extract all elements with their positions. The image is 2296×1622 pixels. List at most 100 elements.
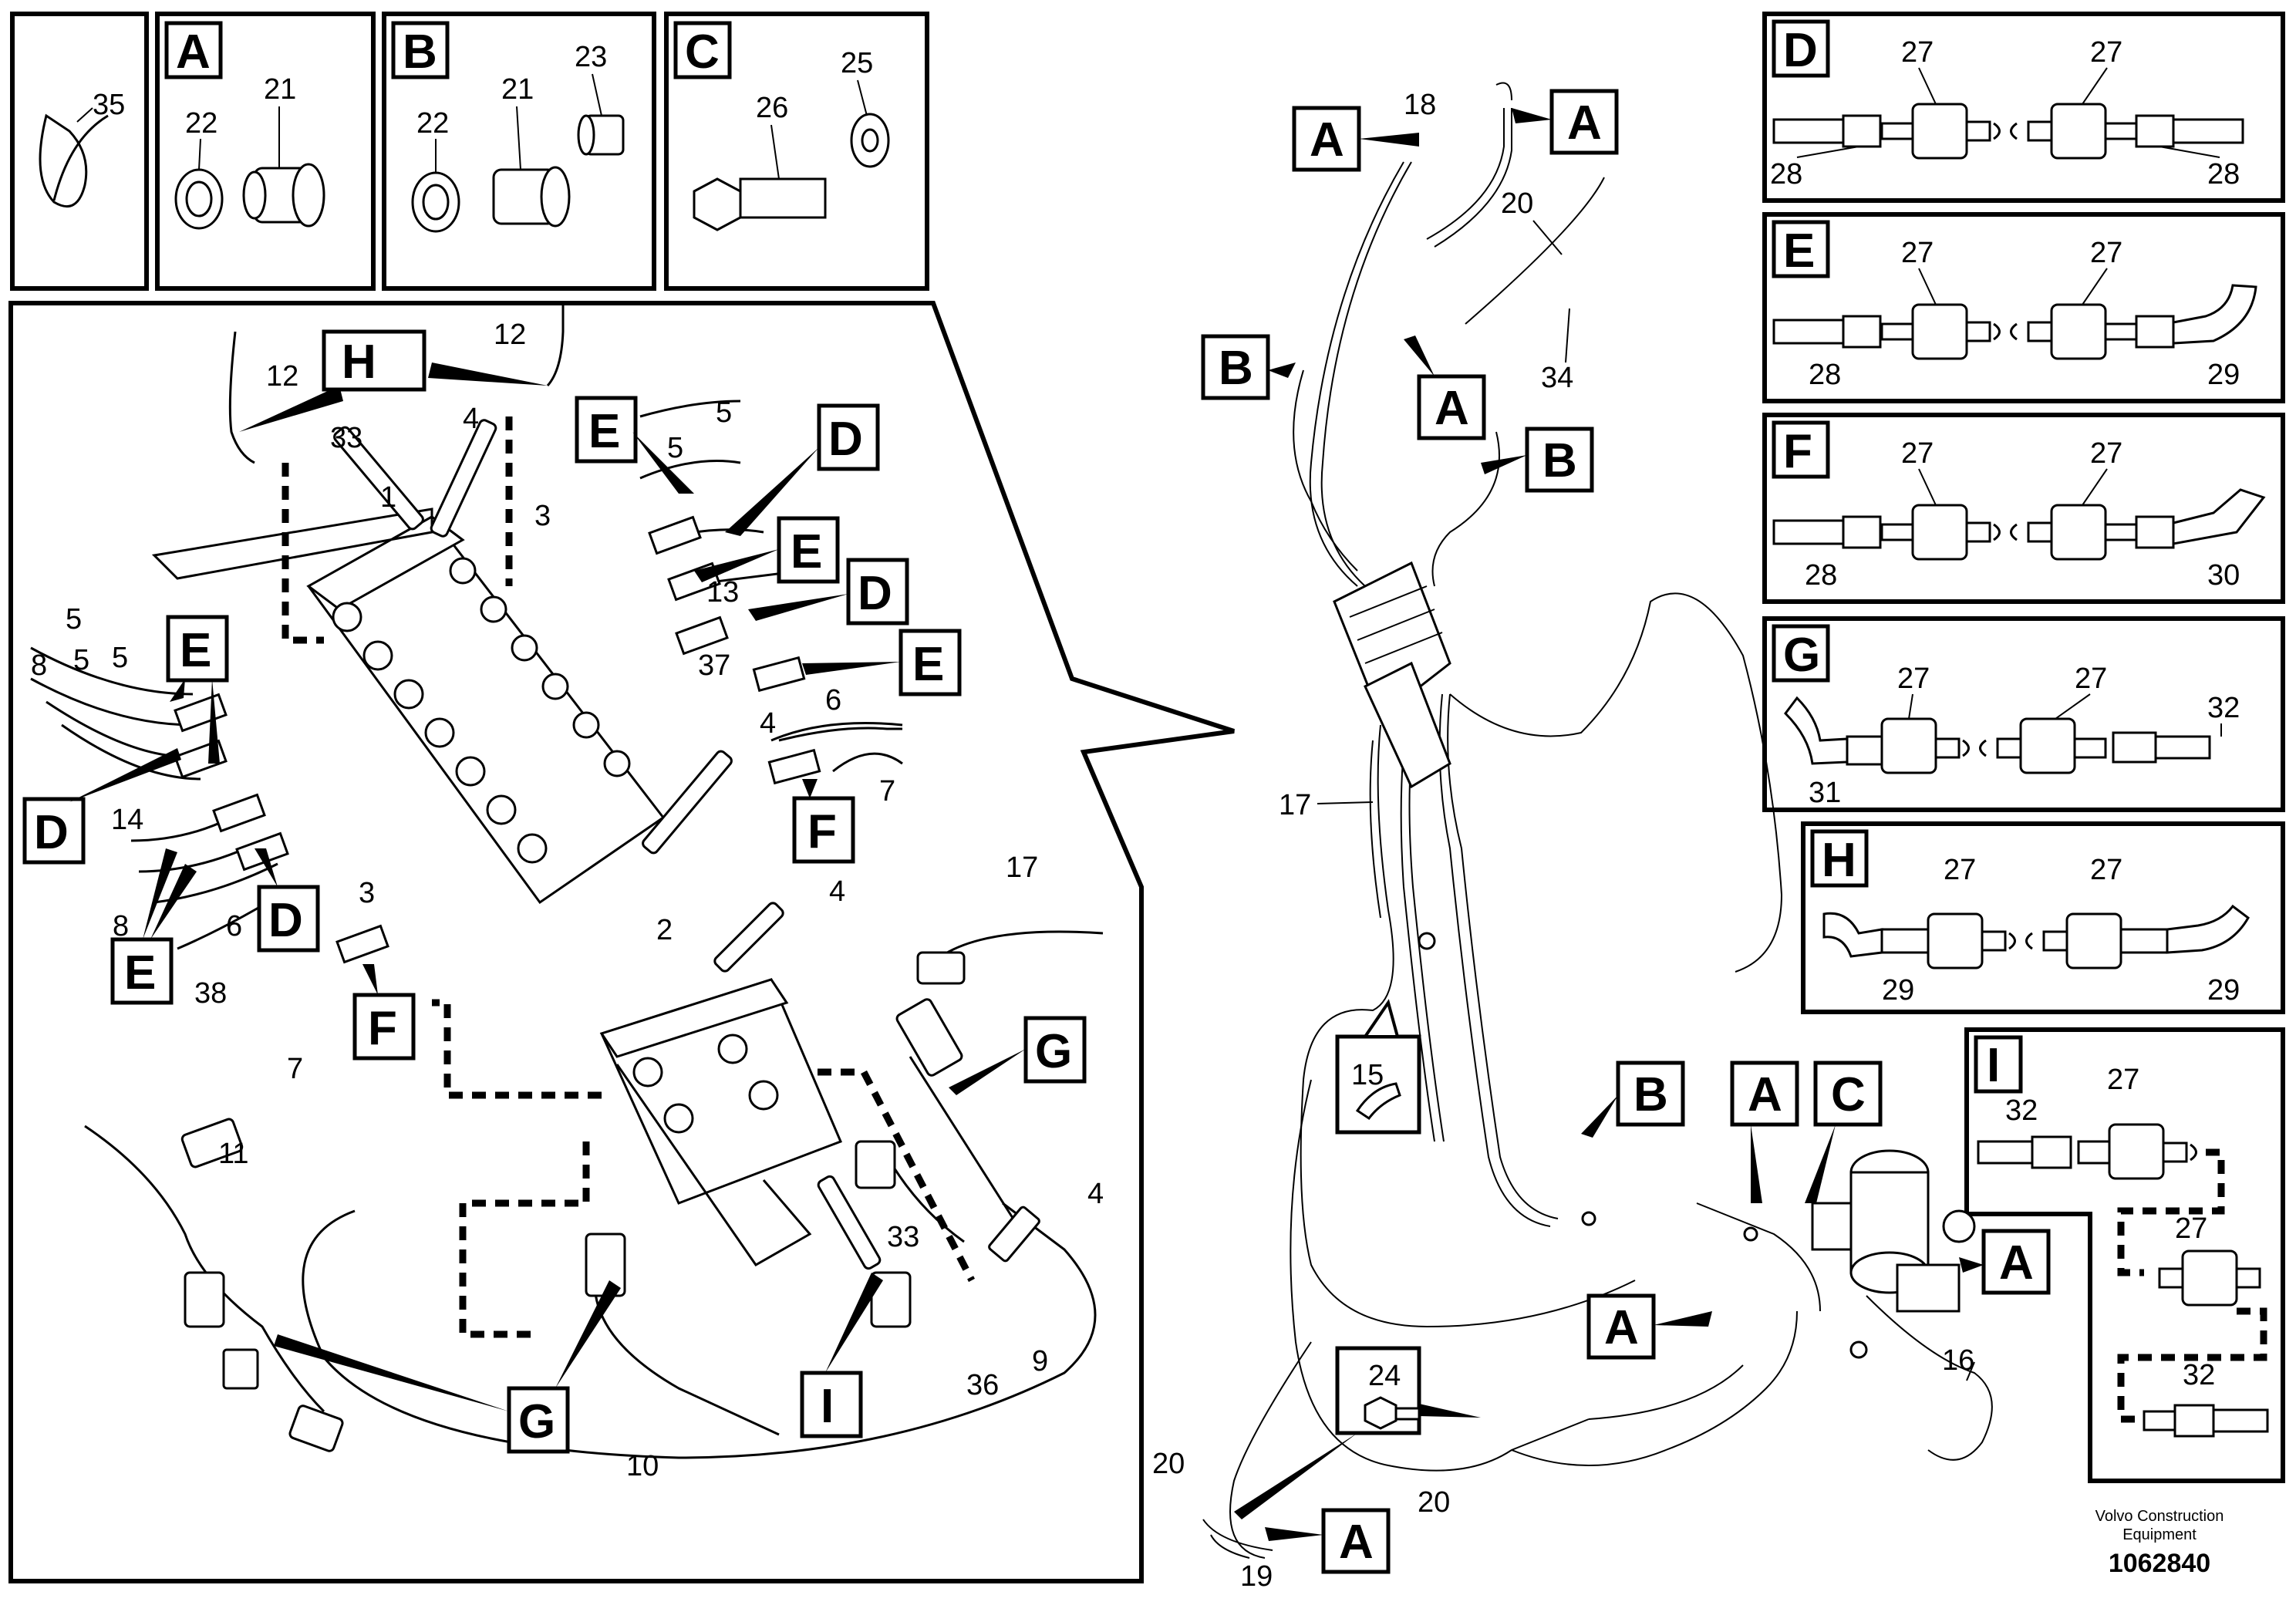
label-27: 27 xyxy=(1901,437,1934,470)
credit-line-2: Equipment xyxy=(2122,1526,2197,1543)
panel-C: C 26 25 xyxy=(664,12,929,291)
label-11: 11 xyxy=(218,1138,248,1170)
manifold-ports xyxy=(332,557,631,864)
panel-B-letter: B xyxy=(403,25,437,79)
panel-D-letter: D xyxy=(1783,24,1818,77)
callout-I: I xyxy=(821,1380,834,1433)
panel-E-letter: E xyxy=(1783,224,1815,278)
panel-I-letter: I xyxy=(1987,1039,2000,1092)
panel-B: B 22 21 23 xyxy=(382,12,656,291)
callout-E: E xyxy=(124,946,156,1000)
label-27: 27 xyxy=(2107,1064,2139,1096)
label-28: 28 xyxy=(1809,359,1841,391)
callout-A: A xyxy=(1435,382,1469,435)
label-3: 3 xyxy=(359,877,375,909)
overview-callouts: A A B A B B A C A A A xyxy=(1201,89,2051,1574)
callout-E: E xyxy=(912,638,944,691)
label-33: 33 xyxy=(887,1221,919,1253)
label-5: 5 xyxy=(73,644,89,676)
label-36: 36 xyxy=(966,1369,999,1401)
label-5: 5 xyxy=(66,603,82,636)
panel-C-letter: C xyxy=(685,25,720,79)
label-21: 21 xyxy=(501,73,534,106)
label-15: 15 xyxy=(1351,1059,1384,1091)
label-12: 12 xyxy=(494,319,526,351)
panel-clamp: 35 xyxy=(10,12,149,291)
label-16: 16 xyxy=(1942,1344,1974,1377)
zoom-callouts: H E D E D E E D E D F F xyxy=(22,329,1087,1454)
label-27: 27 xyxy=(2090,36,2122,69)
label-27: 27 xyxy=(1897,663,1930,695)
panel-E: E 27 27 28 29 xyxy=(1762,212,2285,403)
label-2: 2 xyxy=(656,914,673,946)
callout-F: F xyxy=(807,805,837,858)
callout-D: D xyxy=(268,894,303,947)
label-31: 31 xyxy=(1809,777,1841,809)
label-18: 18 xyxy=(1404,89,1436,121)
label-7: 7 xyxy=(879,775,895,808)
fitting-row xyxy=(1772,103,2244,160)
label-23: 23 xyxy=(575,41,607,73)
label-25: 25 xyxy=(841,47,873,79)
label-29: 29 xyxy=(2207,359,2240,391)
zoom-labels: 12 12 33 4 5 5 1 3 13 5 5 5 8 37 6 4 7 1… xyxy=(31,319,1104,1482)
callout-E: E xyxy=(180,624,211,677)
label-7: 7 xyxy=(287,1053,303,1085)
callout-A: A xyxy=(1339,1516,1374,1569)
label-32: 32 xyxy=(2183,1359,2215,1391)
callout-E: E xyxy=(791,525,822,578)
label-37: 37 xyxy=(698,649,730,682)
overview-valve-block xyxy=(1333,561,1451,789)
label-28: 28 xyxy=(1805,559,1837,592)
callout-F: F xyxy=(368,1002,397,1055)
label-4: 4 xyxy=(829,875,845,908)
callout-A: A xyxy=(1567,96,1602,150)
label-5: 5 xyxy=(716,396,732,429)
document-number: 1062840 xyxy=(2109,1549,2210,1578)
callout-C: C xyxy=(1831,1068,1866,1121)
label-17: 17 xyxy=(1006,851,1038,884)
label-27: 27 xyxy=(2090,437,2122,470)
panel-F: F 27 27 28 30 xyxy=(1762,413,2285,604)
callout-B: B xyxy=(1542,434,1577,487)
label-6: 6 xyxy=(825,684,841,717)
callout-A: A xyxy=(1999,1236,2034,1290)
manifold-block xyxy=(151,508,842,1266)
footer-credit: Volvo Construction Equipment 1062840 xyxy=(2095,1508,2224,1578)
callout-D: D xyxy=(828,413,863,466)
label-13: 13 xyxy=(706,576,739,609)
label-5: 5 xyxy=(667,432,683,464)
label-38: 38 xyxy=(194,977,227,1010)
label-27: 27 xyxy=(2090,237,2122,269)
label-32: 32 xyxy=(2005,1094,2038,1127)
label-26: 26 xyxy=(756,92,788,124)
label-20: 20 xyxy=(1152,1448,1185,1480)
label-4: 4 xyxy=(1087,1178,1104,1210)
label-27: 27 xyxy=(2090,854,2122,886)
callout-A: A xyxy=(1310,113,1344,167)
callout-H: H xyxy=(342,336,376,389)
callout-D: D xyxy=(858,567,892,620)
label-29: 29 xyxy=(2207,974,2240,1007)
label-20: 20 xyxy=(1501,187,1533,220)
label-27: 27 xyxy=(2175,1212,2207,1245)
label-8: 8 xyxy=(31,649,47,682)
label-28: 28 xyxy=(1770,158,1802,191)
label-21: 21 xyxy=(264,73,296,106)
label-32: 32 xyxy=(2207,692,2240,724)
callout-B: B xyxy=(1219,342,1253,395)
panel-H-letter: H xyxy=(1822,834,1856,887)
label-28: 28 xyxy=(2207,158,2240,191)
label-9: 9 xyxy=(1032,1345,1048,1378)
label-33: 33 xyxy=(330,422,362,454)
label-12: 12 xyxy=(266,360,298,393)
callout-D: D xyxy=(34,806,69,859)
label-27: 27 xyxy=(1944,854,1976,886)
credit-line-1: Volvo Construction xyxy=(2095,1508,2224,1525)
label-35: 35 xyxy=(93,89,125,121)
panel-H: H 27 27 29 29 xyxy=(1801,821,2285,1014)
panel-G-letter: G xyxy=(1783,629,1820,682)
label-10: 10 xyxy=(626,1450,659,1482)
zoom-fittings xyxy=(174,419,1040,1452)
panel-A: A 22 21 xyxy=(155,12,376,291)
